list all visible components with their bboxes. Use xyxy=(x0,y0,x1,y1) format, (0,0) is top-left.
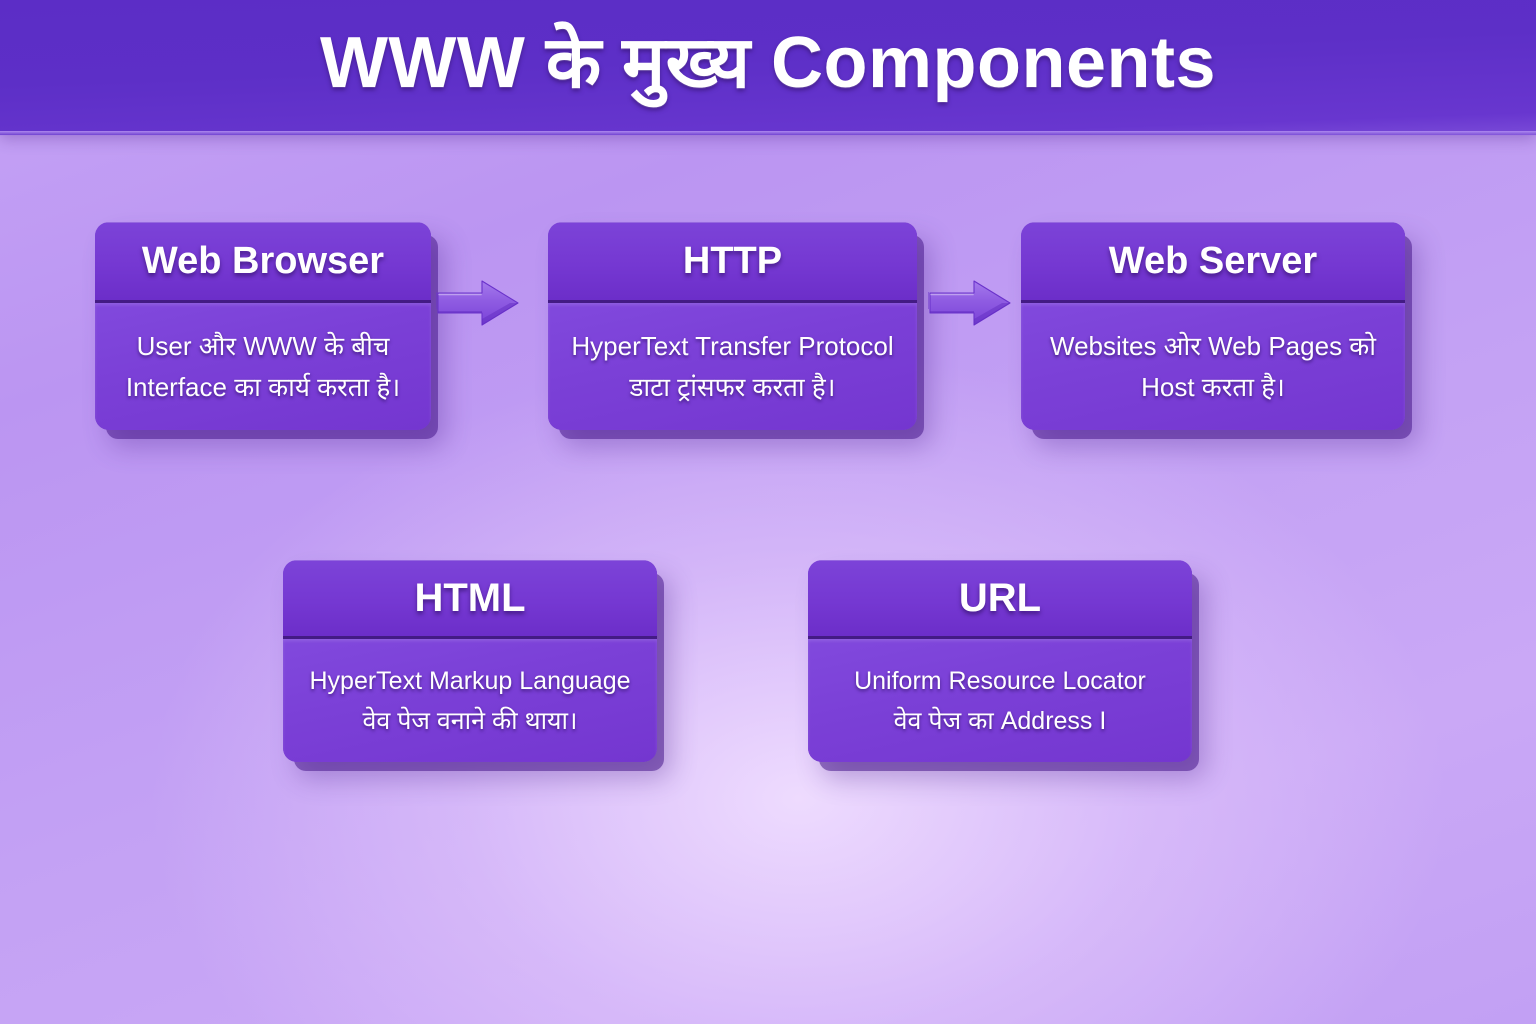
card-title-html: HTML xyxy=(283,560,657,639)
card-web-server[interactable]: Web Server Websites ओर Web Pages को Host… xyxy=(1021,222,1405,430)
card-line: Interface का कार्य करता है। xyxy=(125,371,401,402)
card-line: डाटा ट्रांसफर करता है। xyxy=(629,371,836,402)
card-line: वेव पेज का Address I xyxy=(893,706,1107,735)
header-underline xyxy=(0,131,1536,136)
card-body-web-browser: User और WWW के बीच Interface का कार्य कर… xyxy=(95,303,431,430)
card-inner: URL Uniform Resource Locator वेव पेज का … xyxy=(808,560,1192,762)
card-url[interactable]: URL Uniform Resource Locator वेव पेज का … xyxy=(808,560,1192,762)
card-http[interactable]: HTTP HyperText Transfer Protocol डाटा ट्… xyxy=(548,222,917,430)
card-inner: Web Browser User और WWW के बीच Interface… xyxy=(95,222,431,430)
arrow-right-icon xyxy=(928,278,1012,328)
card-line: Websites ओर Web Pages को xyxy=(1050,331,1376,362)
card-line: Host करता है। xyxy=(1141,371,1285,402)
card-line: HyperText Transfer Protocol xyxy=(571,331,894,362)
card-body-web-server: Websites ओर Web Pages को Host करता है। xyxy=(1021,303,1405,430)
card-body-http: HyperText Transfer Protocol डाटा ट्रांसफ… xyxy=(548,303,917,430)
card-body-url: Uniform Resource Locator वेव पेज का Addr… xyxy=(808,639,1192,762)
card-line: User और WWW के बीच xyxy=(136,331,390,362)
card-line: Uniform Resource Locator xyxy=(854,666,1146,695)
card-title-url: URL xyxy=(808,560,1192,639)
card-inner: HTTP HyperText Transfer Protocol डाटा ट्… xyxy=(548,222,917,430)
card-title-http: HTTP xyxy=(548,222,917,303)
card-inner: HTML HyperText Markup Language वेव पेज व… xyxy=(283,560,657,762)
card-inner: Web Server Websites ओर Web Pages को Host… xyxy=(1021,222,1405,430)
card-line: HyperText Markup Language xyxy=(309,666,631,695)
card-body-html: HyperText Markup Language वेव पेज वनाने … xyxy=(283,639,657,762)
card-title-web-server: Web Server xyxy=(1021,222,1405,303)
card-line: वेव पेज वनाने की थाया। xyxy=(362,706,578,735)
header-band xyxy=(0,0,1536,135)
card-title-web-browser: Web Browser xyxy=(95,222,431,303)
card-html[interactable]: HTML HyperText Markup Language वेव पेज व… xyxy=(283,560,657,762)
card-web-browser[interactable]: Web Browser User और WWW के बीच Interface… xyxy=(95,222,431,430)
arrow-right-icon xyxy=(436,278,520,328)
page-title: WWW के मुख्य Components xyxy=(319,23,1217,103)
